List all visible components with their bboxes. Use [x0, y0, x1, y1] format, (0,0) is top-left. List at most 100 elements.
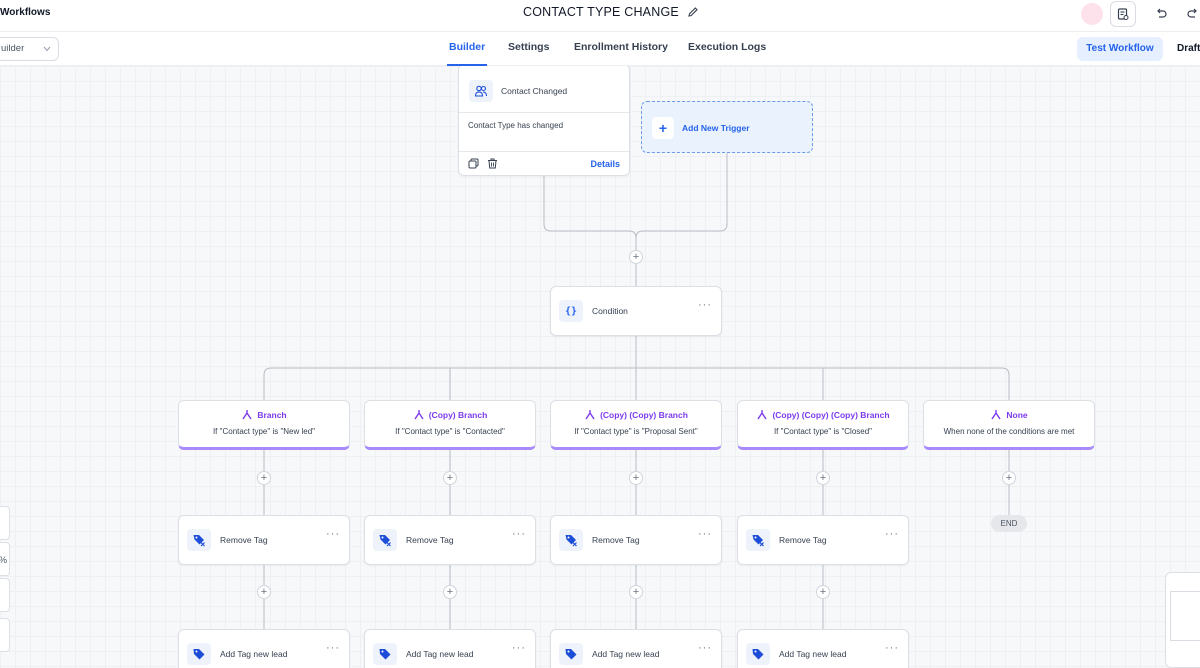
builder-select[interactable]: uilder [0, 37, 59, 61]
branch-condition: When none of the conditions are met [943, 427, 1075, 436]
undo-button[interactable] [1148, 1, 1174, 27]
branch-card[interactable]: (Copy) (Copy) (Copy) Branch If "Contact … [737, 400, 909, 450]
top-bar: Workflows CONTACT TYPE CHANGE [0, 0, 1200, 32]
tag-icon [187, 643, 211, 665]
branch-condition: If "Contact type" is "Closed" [773, 427, 873, 436]
zoom-tool[interactable] [0, 506, 10, 540]
add-new-trigger-button[interactable]: + Add New Trigger [641, 101, 813, 153]
divider [459, 112, 629, 113]
avatar[interactable] [1081, 3, 1103, 25]
add-step-button[interactable]: + [1002, 471, 1016, 485]
notes-button[interactable] [1110, 1, 1136, 27]
action-label: Add Tag new lead [406, 649, 474, 659]
workflow-name[interactable]: CONTACT TYPE CHANGE [523, 5, 699, 19]
more-options-icon[interactable]: ··· [326, 642, 340, 654]
tag-remove-icon [373, 529, 397, 551]
tab-execution-logs[interactable]: Execution Logs [688, 41, 767, 53]
chevron-down-icon [43, 46, 51, 52]
app-title[interactable]: Workflows [0, 7, 51, 18]
trash-icon[interactable] [487, 158, 498, 169]
branch-condition: If "Contact type" is "Contacted" [395, 427, 505, 436]
branch-title: None [1006, 409, 1028, 420]
tab-bar: uilder Builder Settings Enrollment Histo… [0, 32, 1200, 66]
add-step-button[interactable]: + [629, 585, 643, 599]
action-label: Add Tag new lead [779, 649, 847, 659]
branch-card-none[interactable]: None When none of the conditions are met [923, 400, 1095, 450]
more-options-icon[interactable]: ··· [512, 528, 526, 540]
redo-button[interactable] [1180, 1, 1200, 27]
tag-remove-icon [746, 529, 770, 551]
branch-condition: If "Contact type" is "New led" [212, 427, 316, 436]
tag-icon [746, 643, 770, 665]
pencil-icon[interactable] [687, 6, 699, 18]
clipboard-icon [1117, 8, 1129, 20]
copy-icon[interactable] [468, 158, 479, 169]
branch-icon [991, 410, 1001, 420]
action-label: Add Tag new lead [592, 649, 660, 659]
condition-card[interactable]: {} Condition ··· [550, 286, 722, 336]
plus-icon: + [652, 117, 674, 139]
minimap[interactable] [1165, 572, 1200, 668]
more-options-icon[interactable]: ··· [698, 642, 712, 654]
add-step-button[interactable]: + [816, 585, 830, 599]
branch-icon [414, 410, 424, 420]
branch-title: Branch [257, 409, 287, 420]
branch-title: (Copy) (Copy) (Copy) Branch [772, 409, 890, 420]
tag-icon [559, 643, 583, 665]
tab-enrollment-history[interactable]: Enrollment History [574, 41, 668, 53]
contact-icon [469, 80, 493, 102]
branch-title: (Copy) Branch [428, 409, 488, 420]
branch-icon [242, 410, 252, 420]
zoom-out-tool[interactable] [0, 578, 10, 612]
divider [459, 151, 629, 152]
details-link[interactable]: Details [590, 159, 620, 169]
tab-builder[interactable]: Builder [446, 41, 488, 66]
braces-icon: {} [559, 300, 583, 322]
add-tag-card[interactable]: Add Tag new lead ··· [364, 629, 536, 668]
add-step-button[interactable]: + [443, 471, 457, 485]
branch-icon [757, 410, 768, 420]
trigger-header: Contact Changed [469, 80, 567, 102]
add-tag-card[interactable]: Add Tag new lead ··· [178, 629, 350, 668]
tag-icon [373, 643, 397, 665]
minimap-viewport [1170, 591, 1200, 641]
more-options-icon[interactable]: ··· [326, 528, 340, 540]
add-step-button[interactable]: + [629, 250, 643, 264]
more-options-icon[interactable]: ··· [885, 642, 899, 654]
remove-tag-card[interactable]: Remove Tag ··· [178, 515, 350, 565]
remove-tag-card[interactable]: Remove Tag ··· [550, 515, 722, 565]
add-step-button[interactable]: + [257, 585, 271, 599]
add-step-button[interactable]: + [816, 471, 830, 485]
fit-view-tool[interactable] [0, 618, 10, 652]
draft-status[interactable]: Draft [1177, 43, 1200, 54]
more-options-icon[interactable]: ··· [885, 528, 899, 540]
add-tag-card[interactable]: Add Tag new lead ··· [737, 629, 909, 668]
remove-tag-card[interactable]: Remove Tag ··· [737, 515, 909, 565]
trigger-actions [468, 158, 498, 169]
tab-settings[interactable]: Settings [508, 41, 550, 53]
branch-card[interactable]: Branch If "Contact type" is "New led" [178, 400, 350, 450]
add-tag-card[interactable]: Add Tag new lead ··· [550, 629, 722, 668]
trigger-card[interactable]: Contact Changed Contact Type has changed… [458, 66, 630, 176]
branch-card[interactable]: (Copy) (Copy) Branch If "Contact type" i… [550, 400, 722, 450]
end-marker: END [991, 515, 1027, 532]
undo-icon [1157, 8, 1167, 18]
add-step-button[interactable]: + [443, 585, 457, 599]
more-options-icon[interactable]: ··· [698, 528, 712, 540]
zoom-level[interactable]: % [0, 542, 10, 576]
redo-icon [1187, 8, 1197, 18]
branch-condition: If "Contact type" is "Proposal Sent" [574, 427, 698, 436]
tag-remove-icon [187, 529, 211, 551]
test-workflow-button[interactable]: Test Workflow [1077, 37, 1163, 61]
add-step-button[interactable]: + [257, 471, 271, 485]
action-label: Add Tag new lead [220, 649, 288, 659]
add-step-button[interactable]: + [629, 471, 643, 485]
add-trigger-label: Add New Trigger [682, 123, 750, 133]
remove-tag-card[interactable]: Remove Tag ··· [364, 515, 536, 565]
branch-card[interactable]: (Copy) Branch If "Contact type" is "Cont… [364, 400, 536, 450]
workflow-name-text: CONTACT TYPE CHANGE [523, 5, 679, 19]
more-options-icon[interactable]: ··· [698, 299, 712, 311]
workflow-canvas[interactable]: Contact Changed Contact Type has changed… [0, 66, 1200, 668]
more-options-icon[interactable]: ··· [512, 642, 526, 654]
builder-select-value: uilder [1, 43, 25, 54]
